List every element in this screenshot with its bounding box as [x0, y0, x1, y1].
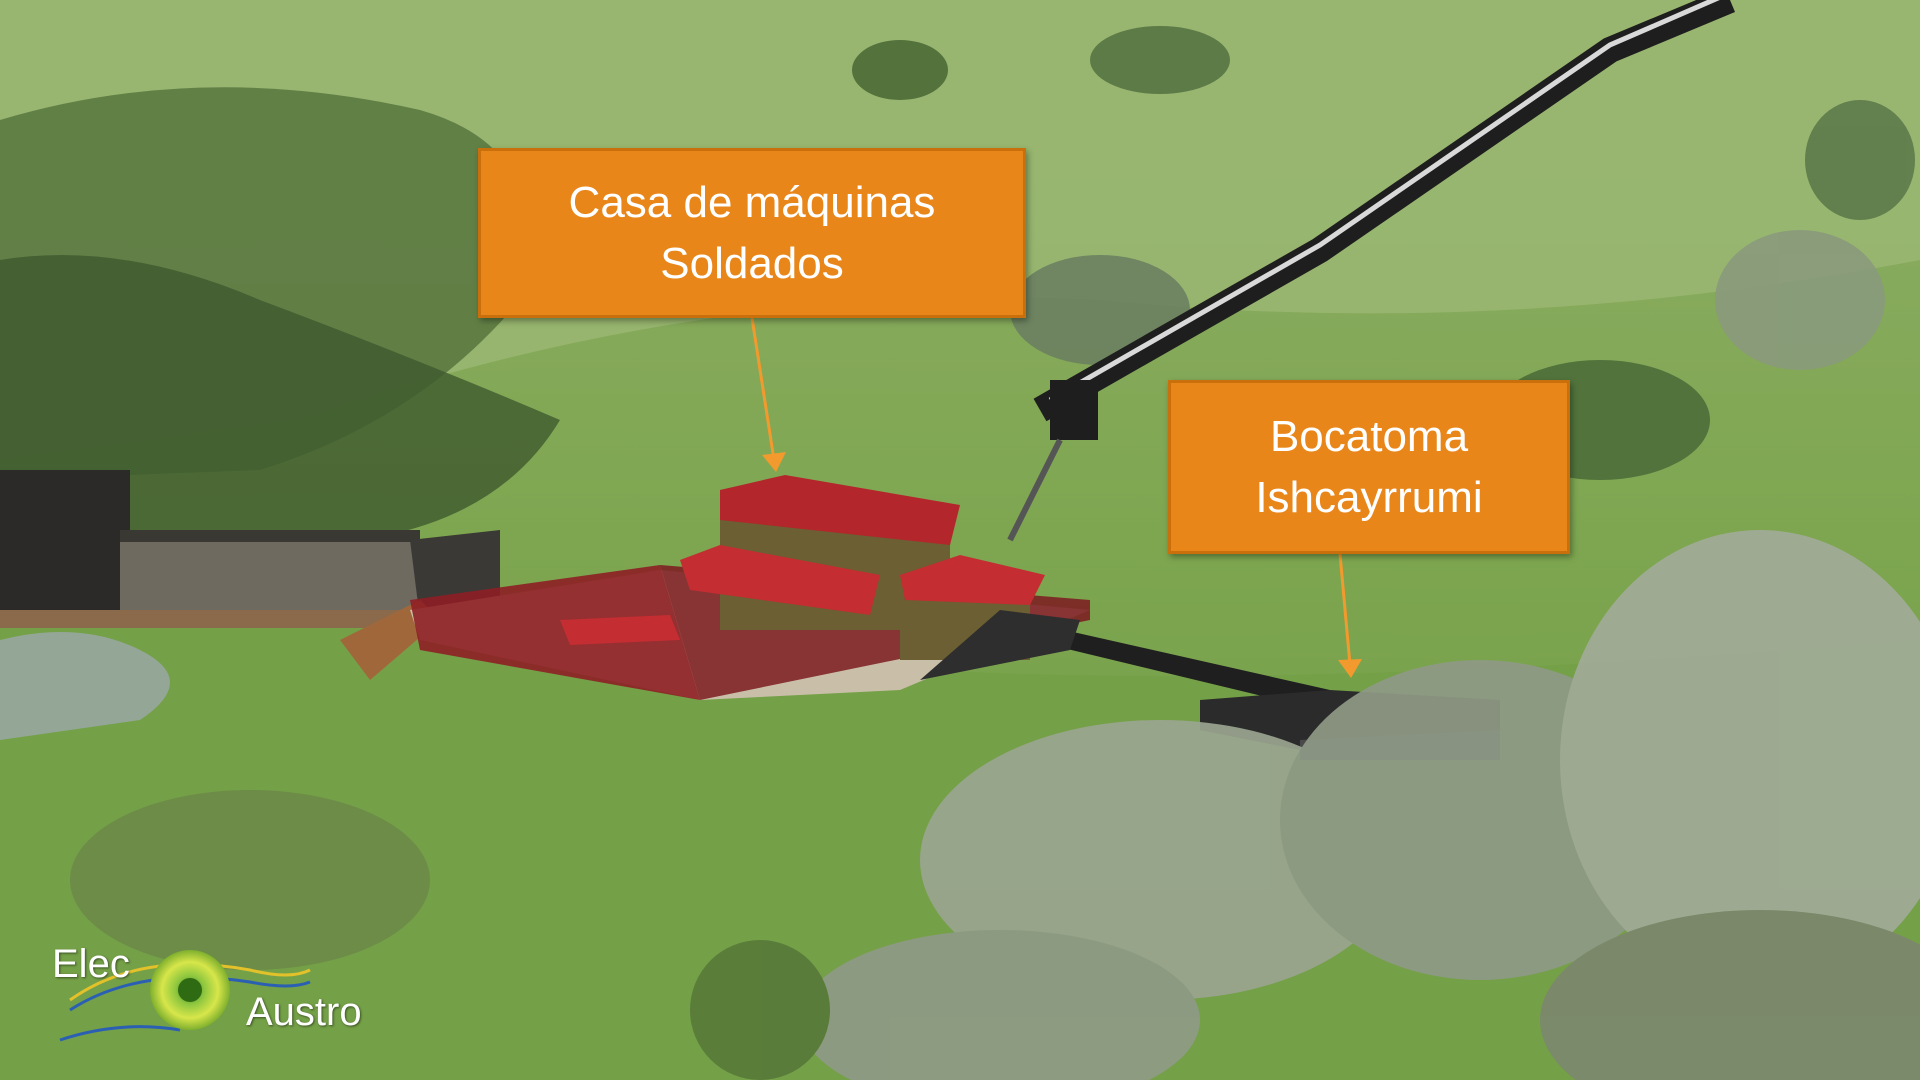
callout-casa-line1: Casa de máquinas: [568, 178, 936, 227]
callout-arrows: [750, 317, 1362, 678]
arrowhead-powerhouse: [762, 452, 786, 472]
bridge-structure: [0, 470, 500, 680]
elecaustro-logo: Elec Austro: [48, 938, 378, 1048]
logo-word-austro: Austro: [246, 990, 362, 1034]
callout-casa-line2: Soldados: [660, 239, 844, 288]
left-forest: [0, 255, 560, 560]
powerhouse-building: [410, 475, 1090, 700]
callout-bocatoma-line2: Ishcayrrumi: [1255, 473, 1483, 522]
arrow-to-intake: [1338, 553, 1352, 666]
callout-bocatoma: Bocatoma Ishcayrrumi: [1168, 380, 1570, 554]
callout-bocatoma-line1: Bocatoma: [1269, 412, 1469, 461]
arrow-to-powerhouse: [750, 317, 776, 461]
arrowhead-intake: [1338, 659, 1362, 678]
penstock-pipe: [1007, 0, 1735, 542]
logo-word-elec: Elec: [52, 942, 130, 986]
river: [0, 632, 170, 740]
callout-casa-de-maquinas: Casa de máquinas Soldados: [478, 148, 1026, 318]
elecaustro-emblem: [59, 950, 311, 1042]
trees: [852, 26, 1915, 480]
foreground-shrubs: [70, 530, 1920, 1080]
